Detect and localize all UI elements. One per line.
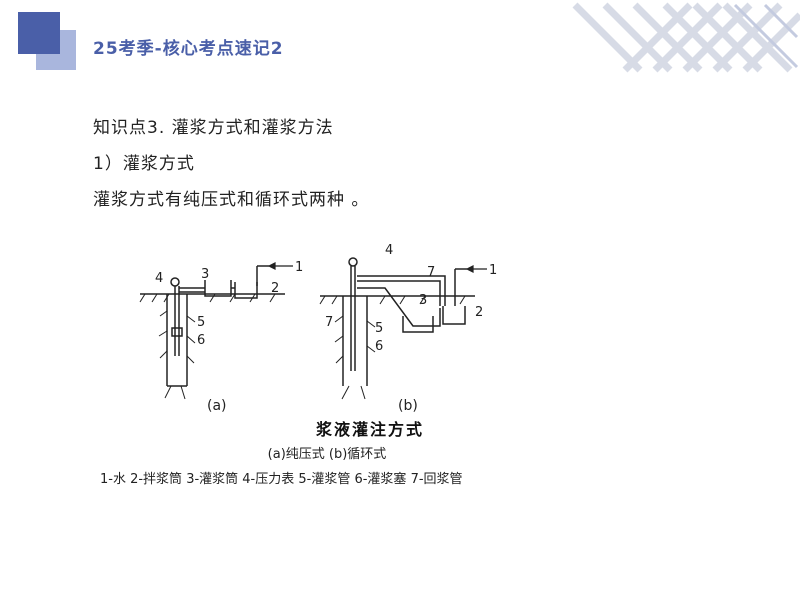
subheading: 1）灌浆方式 (93, 154, 195, 174)
corner-decoration (18, 12, 76, 70)
stripe-decoration (572, 2, 800, 73)
description-text: 灌浆方式有纯压式和循环式两种 。 (93, 190, 370, 210)
figure-legend: 1-水 2-拌浆筒 3-灌浆筒 4-压力表 5-灌浆管 6-灌浆塞 7-回浆管 (100, 472, 463, 487)
figure-caption-title: 浆液灌注方式 (315, 420, 424, 439)
grouting-diagram (139, 257, 487, 400)
figure-label-a: (a) (207, 398, 227, 414)
page-title: 25考季-核心考点速记2 (93, 39, 284, 59)
knowledge-point-heading: 知识点3. 灌浆方式和灌浆方法 (93, 118, 334, 138)
figure-caption-subtitle: (a)纯压式 (b)循环式 (267, 447, 387, 462)
figure-label-b: (b) (398, 398, 418, 414)
